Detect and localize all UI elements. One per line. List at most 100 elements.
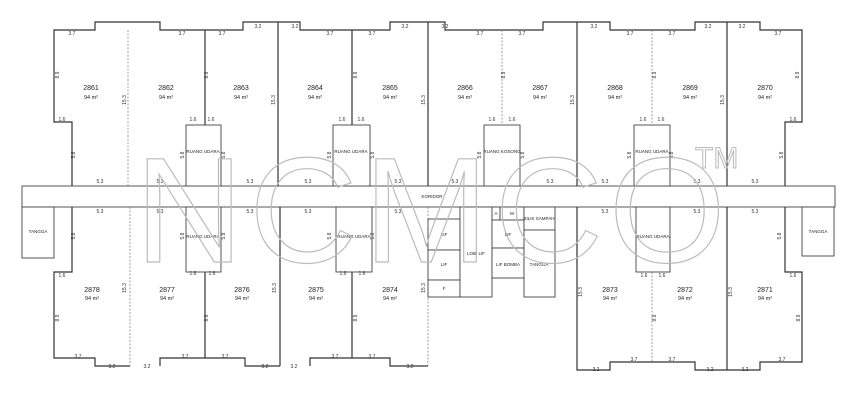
stair-left-label: TANGGA	[29, 229, 48, 234]
stair-right-label: TANGGA	[809, 229, 828, 234]
dimension-label: 8.9	[204, 71, 210, 78]
unit-area: 94 m²	[758, 296, 772, 302]
dimension-label: 15.3	[272, 283, 278, 293]
dimension-label: 15.3	[720, 95, 726, 105]
unit-number: 2865	[382, 85, 398, 92]
dimension-label: 1.6	[489, 117, 496, 123]
watermark-tm: TM	[695, 142, 738, 175]
void-label: RUANG UDARA	[334, 149, 367, 154]
dimension-label: 5.8	[327, 151, 333, 158]
dimension-label: 15.3	[421, 95, 427, 105]
unit-area: 94 m²	[603, 296, 617, 302]
dimension-label: 3.7	[627, 31, 634, 37]
top-block-walls	[53, 21, 803, 186]
dimension-label: 1.6	[209, 271, 216, 277]
dimension-label: 5.3	[247, 209, 254, 215]
void-label: RUANG UDARA	[337, 234, 370, 239]
core-stair-label: TANGGA	[530, 262, 549, 267]
refuse-room-label: BILIK SAMPAH	[524, 216, 555, 221]
dimension-label: 3.2	[591, 24, 598, 30]
f-label: F	[443, 286, 446, 291]
unit-area: 94 m²	[758, 95, 772, 101]
dimension-label: 3.7	[779, 357, 786, 363]
unit-area: 94 m²	[458, 95, 472, 101]
dimension-label: 3.7	[332, 354, 339, 360]
dimension-label: 15.3	[421, 283, 427, 293]
dimension-labels: 3.7 3.7 3.7 3.7 3.7 3.7 3.7 3.7 3.7 3.7 3.2 3.2 3.2 3…	[55, 24, 802, 373]
dimension-label: 5.8	[327, 232, 333, 239]
dimension-label: 3.2	[705, 24, 712, 30]
dimension-label: 1.6	[658, 117, 665, 123]
void-label: RUANG UDARA	[636, 234, 669, 239]
unit-number: 2866	[457, 85, 473, 92]
unit-number: 2874	[382, 287, 398, 294]
dimension-label: 15.3	[728, 287, 734, 297]
unit-area: 94 m²	[309, 296, 323, 302]
unit-number: 2869	[682, 85, 698, 92]
dimension-label: 15.3	[578, 287, 584, 297]
dimension-label: 1.6	[190, 271, 197, 277]
dimension-label: 3.2	[707, 367, 714, 373]
dimension-label: 5.3	[247, 179, 254, 185]
unit-area: 94 m²	[85, 296, 99, 302]
unit-number: 2868	[607, 85, 623, 92]
dimension-label: 8.9	[796, 314, 802, 321]
dimension-label: 3.7	[75, 354, 82, 360]
dimension-label: 1.6	[640, 117, 647, 123]
dimension-label: 3.2	[255, 24, 262, 30]
bottom-block-walls	[53, 207, 803, 371]
dimension-label: 5.8	[477, 151, 483, 158]
unit-number: 2867	[532, 85, 548, 92]
dimension-label: 5.3	[602, 209, 609, 215]
dimension-label: 3.2	[144, 364, 151, 370]
dimension-label: 3.7	[182, 354, 189, 360]
unit-number: 2877	[159, 287, 175, 294]
dimension-label: 8.9	[204, 314, 210, 321]
m-label: M	[510, 211, 514, 216]
voids: RUANG UDARA RUANG UDARA RUANG KOSONG RUA…	[185, 124, 671, 273]
dimension-label: 3.2	[739, 24, 746, 30]
dimension-label: 5.3	[694, 209, 701, 215]
dimension-label: 1.6	[190, 117, 197, 123]
lift-label: LIF	[441, 262, 448, 267]
dimension-label: 3.2	[262, 364, 269, 370]
dimension-label: 5.3	[694, 179, 701, 185]
dimension-label: 5.3	[97, 209, 104, 215]
dimension-label: 3.7	[477, 31, 484, 37]
dimension-label: 5.3	[752, 179, 759, 185]
unit-number: 2861	[83, 85, 99, 92]
dimension-label: 3.7	[775, 31, 782, 37]
dimension-label: 8.9	[795, 71, 801, 78]
dimension-label: 5.8	[669, 151, 675, 158]
void-label: RUANG UDARA	[186, 234, 219, 239]
dimension-label: 5.8	[779, 151, 785, 158]
void-label: RUANG KOSONG	[483, 149, 521, 154]
dimension-label: 5.8	[180, 232, 186, 239]
dimension-label: 1.6	[59, 117, 66, 123]
unit-number: 2862	[158, 85, 174, 92]
dimension-label: 5.3	[547, 179, 554, 185]
unit-area: 94 m²	[383, 95, 397, 101]
dimension-label: 5.3	[602, 179, 609, 185]
dimension-label: 5.8	[370, 232, 376, 239]
unit-area: 94 m²	[235, 296, 249, 302]
dimension-label: 3.7	[631, 357, 638, 363]
dimension-label: 1.6	[358, 117, 365, 123]
service-core: LIF LIF F LOBI LIF A M LIF LIF BOMBA BIL…	[427, 206, 556, 298]
unit-area: 94 m²	[533, 95, 547, 101]
dimension-label: 1.6	[659, 273, 666, 279]
dimension-label: 8.9	[55, 314, 61, 321]
dimension-label: 3.7	[69, 31, 76, 37]
dimension-label: 8.9	[353, 314, 359, 321]
unit-area: 94 m²	[383, 296, 397, 302]
dimension-label: 5.8	[777, 232, 783, 239]
corridor-label: KORIDOR	[421, 194, 443, 199]
dimension-label: 1.6	[790, 273, 797, 279]
dimension-label: 8.9	[652, 71, 658, 78]
unit-area: 94 m²	[234, 95, 248, 101]
unit-area: 94 m²	[678, 296, 692, 302]
unit-number: 2876	[234, 287, 250, 294]
dimension-label: 3.7	[327, 31, 334, 37]
